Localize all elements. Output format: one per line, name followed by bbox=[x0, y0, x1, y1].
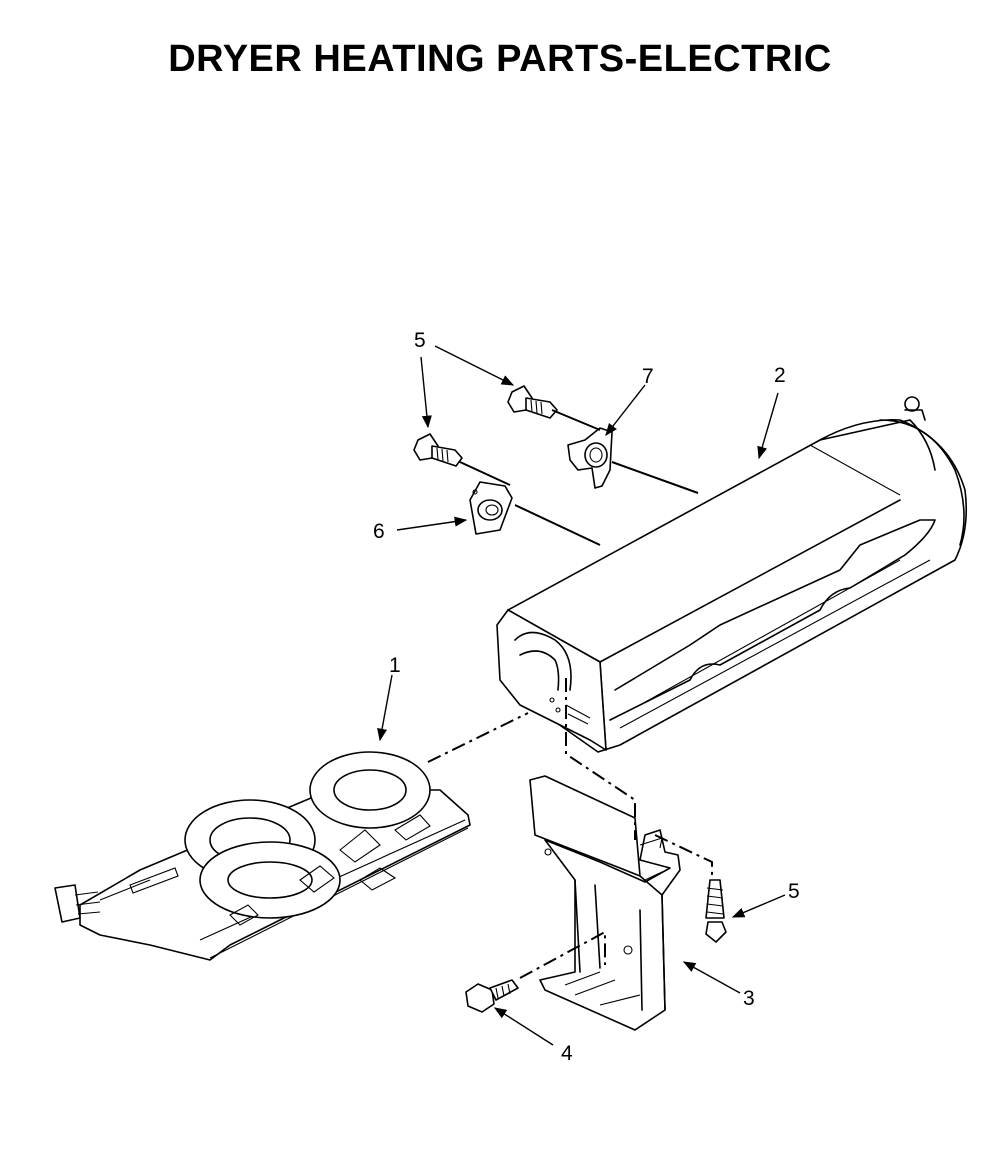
callout-bracket: 3 bbox=[743, 987, 755, 1010]
callout-heater-housing: 2 bbox=[774, 364, 786, 387]
heater-housing bbox=[496, 396, 968, 753]
callout-bracket-screw: 4 bbox=[561, 1042, 573, 1065]
screw-bracket-lower bbox=[465, 979, 519, 1013]
thermal-fuse bbox=[469, 481, 513, 535]
callout-arrows bbox=[377, 345, 786, 1046]
callout-thermal-fuse: 6 bbox=[373, 520, 385, 543]
page-title: DRYER HEATING PARTS-ELECTRIC bbox=[168, 38, 832, 80]
screw-upper-left bbox=[413, 433, 463, 467]
callout-screw-upper: 5 bbox=[414, 329, 426, 352]
screw-upper-right bbox=[507, 385, 558, 419]
callout-screw-bracket: 5 bbox=[788, 880, 800, 903]
assembly-lines bbox=[427, 409, 713, 979]
screw-bracket bbox=[705, 879, 727, 943]
housing-bracket bbox=[529, 775, 681, 1031]
thermostat bbox=[567, 427, 613, 489]
callout-thermostat: 7 bbox=[642, 365, 654, 388]
callout-element-assembly: 1 bbox=[389, 654, 401, 677]
heating-element-assembly bbox=[54, 751, 471, 961]
